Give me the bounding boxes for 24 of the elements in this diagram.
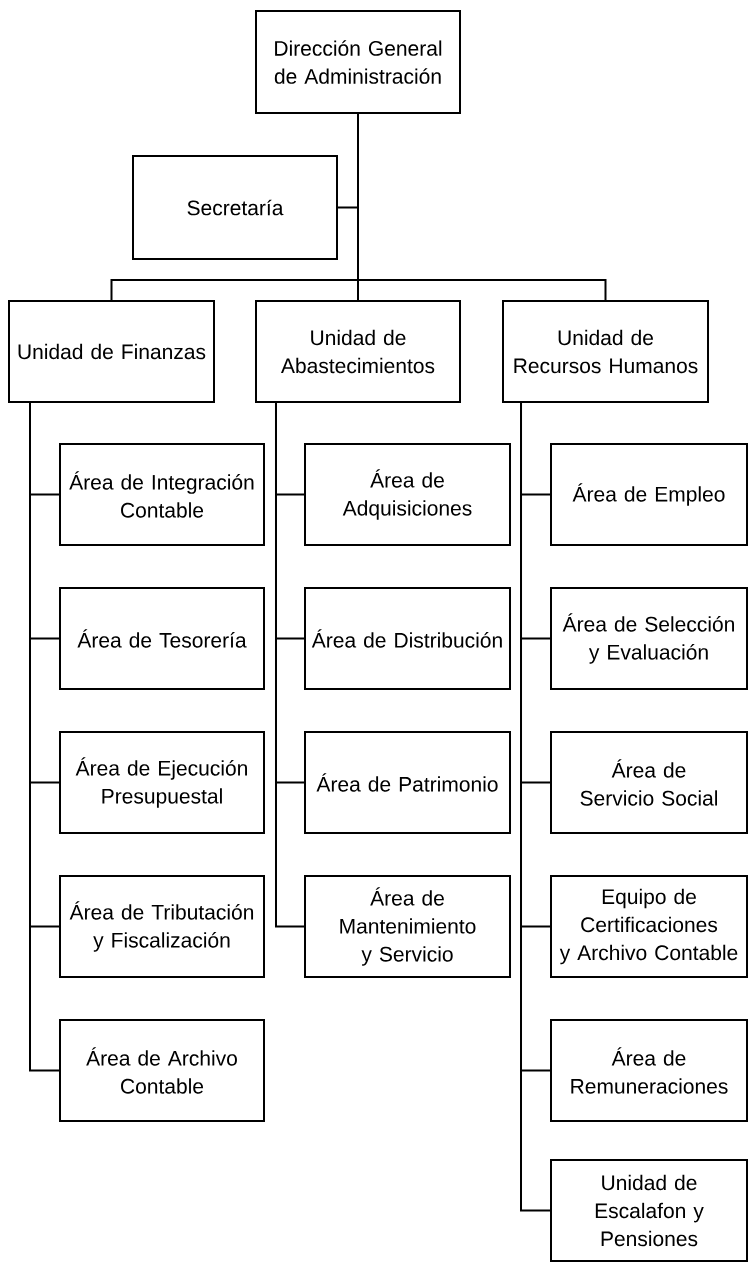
org-box: Área de Distribución xyxy=(304,587,511,690)
org-box: Área de Selección y Evaluación xyxy=(550,587,748,690)
org-box: Área de Adquisiciones xyxy=(304,443,511,546)
connector-line xyxy=(275,402,305,928)
org-box: Secretaría xyxy=(132,155,338,260)
org-box: Área de Patrimonio xyxy=(304,731,511,834)
org-box: Área de Archivo Contable xyxy=(59,1019,265,1122)
org-box: Equipo de Certificaciones y Archivo Contable xyxy=(550,875,748,978)
org-box: Área de Integración Contable xyxy=(59,443,265,546)
org-box: Unidad de Finanzas xyxy=(8,300,215,403)
org-box: Unidad de Abastecimientos xyxy=(255,300,461,403)
connector-line xyxy=(29,402,60,1072)
connector-line xyxy=(520,402,551,1212)
connector-line xyxy=(357,113,607,301)
org-box: Área de Empleo xyxy=(550,443,748,546)
org-box: Área de Mantenimiento y Servicio xyxy=(304,875,511,978)
org-box: Área de Servicio Social xyxy=(550,731,748,834)
org-box: Área de Tributación y Fiscalización xyxy=(59,875,265,978)
org-box: Área de Remuneraciones xyxy=(550,1019,748,1122)
org-box: Área de Tesorería xyxy=(59,587,265,690)
org-box: Unidad de Recursos Humanos xyxy=(502,300,709,403)
org-box: Dirección General de Administración xyxy=(255,10,461,114)
org-box: Unidad de Escalafon y Pensiones xyxy=(550,1159,748,1262)
org-box: Área de Ejecución Presupuestal xyxy=(59,731,265,834)
